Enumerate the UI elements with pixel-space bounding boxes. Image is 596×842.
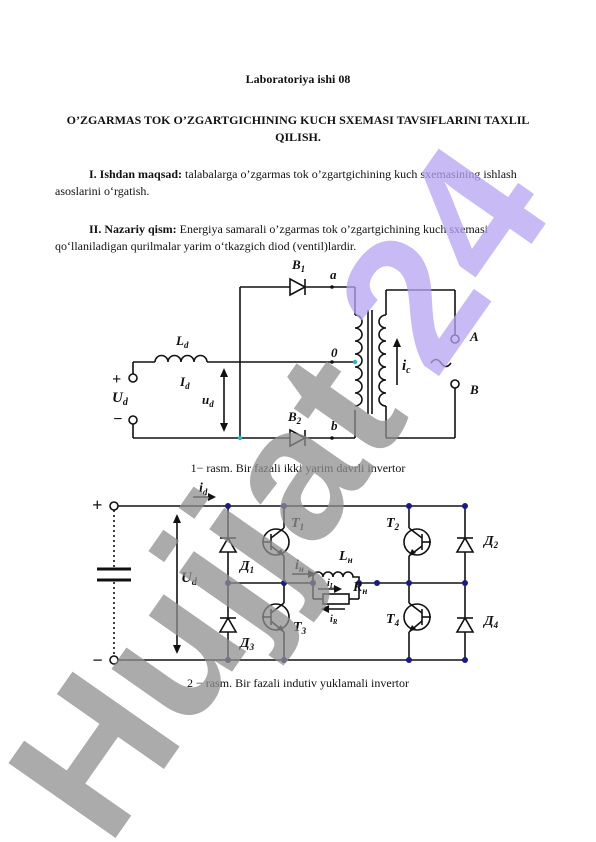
figure2-caption: 2 − rasm. Bir fazali indutiv yuklamali i… [186,676,410,690]
main-title: O’ZGARMAS TOK O’ZGARTGICHINING KUCH SXEM… [66,113,530,144]
figure1-caption: 1− rasm. Bir fazali ikki yarim davrli in… [190,461,406,475]
section-objective: I. Ishdan maqsad: talabalarga o’zgarmas … [55,166,525,200]
label-a: a [330,267,337,282]
fig2-label-iR: iR [330,614,338,626]
label-Id: Id [179,374,190,391]
label-ud: ud [202,392,214,409]
fig2-label-minus: − [92,650,103,670]
fig2-label-Rn: Rн [352,580,367,596]
label-B2: B2 [287,409,302,426]
lab-title: Laboratoriya ishi 08 [245,72,351,86]
fig2-label-D3: Д3 [238,636,255,652]
label-Ld: Ld [175,333,189,350]
theory-text: Energiya samarali o’zgarmas tok o’zgartg… [55,222,489,253]
fig2-label-D2: Д2 [482,534,499,550]
label-Ud: Ud [112,390,129,408]
fig2-label-id: id [199,481,208,497]
label-B1: B1 [291,257,305,274]
fig2-label-iL: iL [327,578,334,590]
label-B: B [469,382,479,397]
fig2-label-plus: + [92,495,102,515]
label-zero: 0 [331,345,338,360]
label-minus: − [113,411,123,428]
fig2-label-T3: T3 [293,620,307,636]
objective-lead: I. Ishdan maqsad: [89,167,183,181]
fig2-label-T4: T4 [386,612,400,628]
fig2-label-T1: T1 [291,516,304,532]
fig2-label-D4: Д4 [482,614,499,630]
section-theory: II. Nazariy qism: Energiya samarali o’zg… [55,221,525,255]
theory-lead: II. Nazariy qism: [89,222,177,236]
label-ic: ic [402,358,411,376]
objective-text: talabalarga o’zgarmas tok o’zgartgichini… [55,167,517,198]
fig2-label-Ud: Ud [181,570,198,588]
label-A: A [469,329,479,344]
fig2-label-in: iн [295,558,304,574]
fig2-label-Ln: Lн [338,549,353,565]
fig2-label-D1: Д1 [238,559,254,575]
fig2-label-T2: T2 [386,516,400,532]
label-b: b [331,418,338,433]
label-plus: + [112,371,121,388]
